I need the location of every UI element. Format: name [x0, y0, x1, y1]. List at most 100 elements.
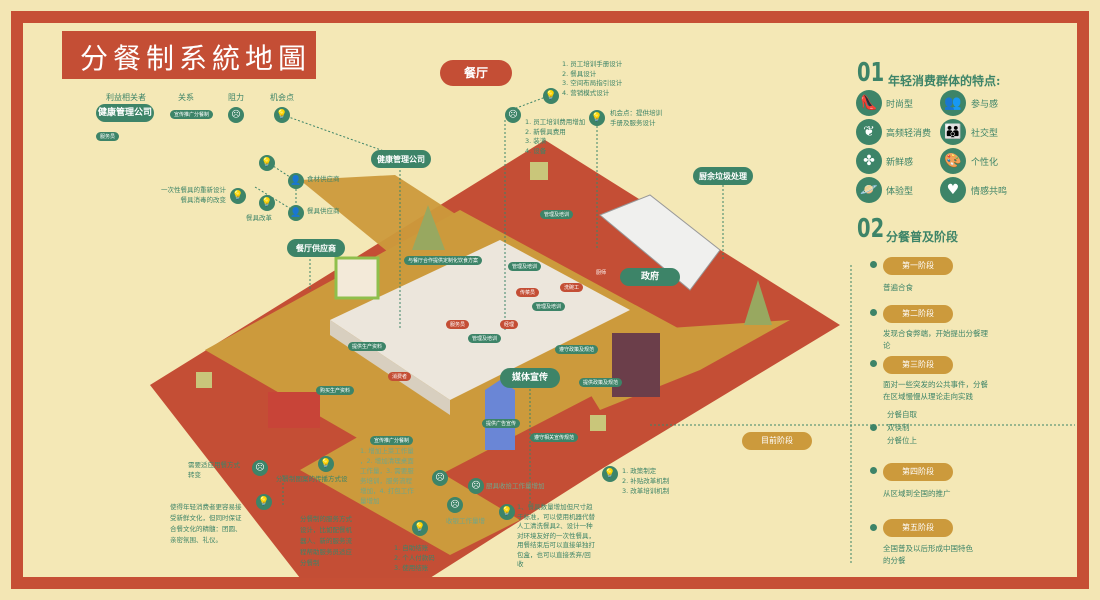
lightbulb-icon: 💡	[543, 88, 559, 104]
feature-label: 参与感	[971, 99, 999, 110]
note-line: 收	[517, 560, 524, 568]
list-item: 分餐位上	[887, 436, 917, 445]
tree-2	[744, 280, 772, 325]
node-media: 媒体宣传	[500, 368, 560, 388]
timeline-dot	[870, 360, 877, 367]
map-label-chef: 厨师	[592, 268, 611, 277]
list-item: 1. 员工培训手册设计	[562, 60, 623, 68]
map-label-consumer: 消费者	[388, 372, 412, 381]
note-line: 增加，4. 打包工作	[360, 487, 414, 495]
desc-line: 面对一些突发的公共事件，分餐	[883, 380, 988, 389]
list-item: 3. 空间布局指引设计	[562, 79, 623, 87]
note-line: 受新鲜文化，但同时保证	[170, 514, 242, 522]
current-stage-list: 分餐自取 双筷制 分餐位上	[887, 408, 917, 447]
stage-4-badge: 第四阶段	[883, 463, 953, 481]
list-item: 2. 新餐具费用	[525, 127, 566, 136]
timeline-dot-current	[870, 424, 877, 431]
map-label-dishwasher: 洗碗工	[560, 283, 584, 292]
legend-header-opportunity: 机会点	[270, 93, 294, 102]
map-label: 提供政策及规范	[579, 378, 623, 387]
feature-label: 新鲜感	[886, 157, 914, 168]
note-line: 对环境友好的一次性餐具，	[517, 531, 595, 540]
list-item: 2. 餐具设计	[562, 69, 597, 78]
list-item: 双筷制	[887, 423, 910, 432]
chat-icon: 👪	[940, 119, 966, 145]
desc-line: 发现合食弊端，开始提出分餐理	[883, 329, 988, 338]
person-icon: 👤	[288, 173, 304, 189]
map-label: 与餐厅合作提供定制化饮食方案	[404, 256, 483, 265]
note-line: 1、餐具数量增加但尺寸趋	[517, 503, 593, 511]
map-label: 遵守政策及规范	[555, 345, 599, 354]
lightbulb-icon: 💡	[602, 466, 618, 482]
section-1-title: 年轻消费群体的特点:	[888, 74, 1001, 88]
legend-relation-pill: 宣传推广分餐制	[170, 110, 214, 119]
note-line: 一次性餐具的重新设计	[161, 186, 226, 194]
feature-label: 体验型	[886, 186, 914, 197]
note-line: 使得年轻消费者更容易接	[170, 503, 242, 511]
resistance-face-icon: ☹	[505, 107, 521, 123]
resistance-face-icon: ☹	[468, 478, 484, 494]
note-line: ，2. 增加清理桌面	[360, 457, 414, 465]
legend-header-resistance: 阻力	[228, 93, 244, 102]
map-label: 管理及培训	[508, 262, 542, 271]
shop-green	[334, 256, 380, 300]
restaurant-opportunities: 1. 员工培训手册设计 2. 餐具设计 3. 空间布局指引设计 4. 营销模式设…	[562, 60, 622, 98]
desc-line: 在区域慢慢从理论走向实践	[883, 392, 973, 401]
feature-label: 时尚型	[886, 99, 914, 110]
note-line: 1. 自助结账	[394, 544, 429, 552]
lightbulb-icon: 💡	[256, 494, 272, 510]
note-line: 用餐结束后可以直接单独打	[517, 541, 595, 549]
feature-label: 社交型	[971, 128, 999, 139]
tableware-supplier-label: 餐具供应商	[307, 207, 340, 215]
note-line: 需要适应用餐方式	[188, 461, 240, 469]
feature-item: 🪐体验型	[856, 177, 940, 203]
note-line: 务培训，服务流程	[360, 477, 412, 485]
lightbulb-icon: 💡	[259, 155, 275, 171]
cube	[196, 372, 212, 388]
resistance-face-icon: ☹	[228, 107, 244, 123]
feature-item: ❦高频轻消费	[856, 119, 940, 145]
section-2-number: 02	[857, 214, 885, 244]
page-title: 分餐制系統地圖	[62, 31, 316, 79]
note-line: 程帮助服务员适应	[300, 548, 352, 556]
note-service: 分餐制的服务方式 设计，比如配餐机 器人、新的服务流 程帮助服务员适应 分餐制	[300, 514, 352, 569]
note-line: 亲密氛围、礼仪。	[170, 536, 222, 544]
map-label-manager: 经理	[500, 320, 519, 329]
note-line: 1. 增加上菜工作量	[360, 447, 414, 455]
feature-label: 高频轻消费	[886, 128, 932, 139]
note-line: 2. 个人付款码	[394, 554, 435, 562]
note-line: 3. 使用结账	[394, 564, 429, 572]
note-line: 量增加	[360, 497, 380, 505]
section-2-title: 分餐普及阶段	[886, 230, 959, 244]
stage-1-desc: 普遍合食	[883, 283, 913, 292]
feature-item: ✤新鲜感	[856, 148, 940, 174]
lightbulb-icon: 💡	[412, 520, 428, 536]
list-item: 1. 员工培训费用增加	[525, 118, 586, 126]
stage-5-desc: 全国普及以后形成中国特色的分餐	[883, 543, 973, 567]
stage-3-badge: 第三阶段	[883, 356, 953, 374]
note-change: 需要适应用餐方式 转变	[188, 460, 240, 480]
desc-line: 全国普及以后形成中国特色	[883, 544, 973, 553]
list-item: 4. 营销模式设计	[562, 88, 610, 97]
node-health-company: 健康管理公司	[371, 150, 431, 168]
node-restaurant: 餐厅	[440, 60, 512, 86]
food-supplier-label: 食材供应商	[307, 175, 340, 183]
stage-1-badge: 第一阶段	[883, 257, 953, 275]
map-label-server: 服务员	[446, 320, 470, 329]
note-line: 1. 政策制定	[622, 467, 657, 475]
note-line: 3. 改革培训机制	[622, 487, 670, 495]
cube	[590, 415, 606, 431]
stage-3-desc: 面对一些突发的公共事件，分餐在区域慢慢从理论走向实践	[883, 379, 988, 403]
desc-line: 论	[883, 341, 891, 350]
stage-2-desc: 发现合食弊端，开始提出分餐理论	[883, 328, 988, 352]
note-line: 2. 补贴改革机制	[622, 477, 670, 485]
health-opportunity: 机会点：提供培训 手册及服务设计	[610, 108, 662, 128]
palette-icon: 🎨	[940, 148, 966, 174]
node-kitchen-waste: 厨余垃圾处理	[693, 167, 753, 185]
office-building	[612, 333, 660, 397]
list-item: 3. 装潢	[525, 137, 547, 145]
current-stage-badge: 目前阶段	[742, 432, 812, 450]
note-line: 手册及服务设计	[610, 119, 656, 127]
note-line: 设计，比如配餐机	[300, 526, 352, 534]
